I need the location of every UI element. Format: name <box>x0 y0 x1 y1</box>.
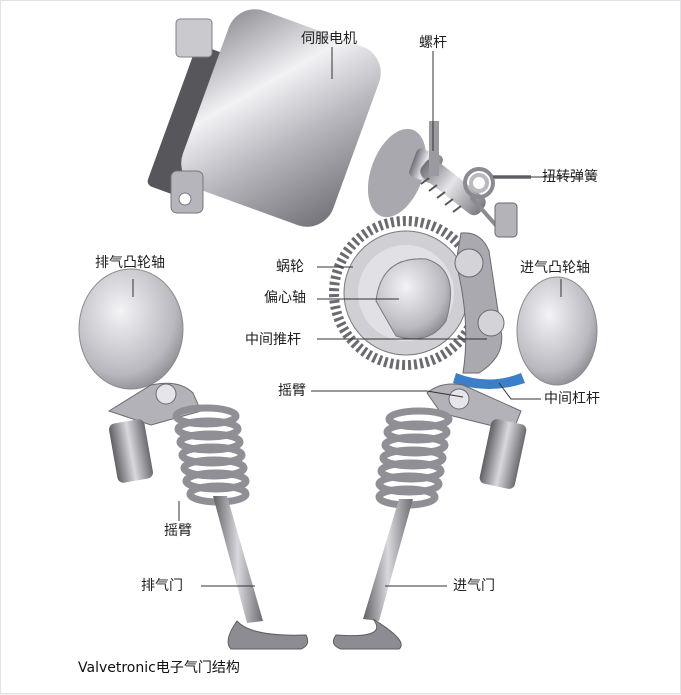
label-torsion-spring: 扭转弹簧 <box>542 169 598 185</box>
label-rocker-arm-right: 摇臂 <box>278 383 306 399</box>
label-screw-rod: 螺杆 <box>419 35 447 51</box>
label-intermediate-lever: 中间杠杆 <box>544 391 600 407</box>
label-intake-camshaft: 进气凸轮轴 <box>520 260 590 276</box>
leader-lines <box>132 47 583 587</box>
intermediate-lever <box>453 202 525 389</box>
intake-camshaft <box>516 276 598 386</box>
label-rocker-arm-left: 摇臂 <box>164 523 192 539</box>
label-exhaust-valve: 排气门 <box>141 578 183 594</box>
label-exhaust-camshaft: 排气凸轮轴 <box>95 255 165 271</box>
label-worm-gear: 蜗轮 <box>276 259 304 275</box>
exhaust-valve-spring <box>172 404 250 506</box>
exhaust-valve <box>213 496 309 650</box>
label-intermediate-push-rod: 中间推杆 <box>245 332 301 348</box>
label-servo-motor: 伺服电机 <box>301 31 357 47</box>
label-eccentric-shaft: 偏心轴 <box>264 290 306 306</box>
screw-rod <box>420 121 486 216</box>
eccentric-shaft <box>375 258 451 340</box>
rocker-arm-right <box>426 383 527 489</box>
intake-valve <box>332 499 413 650</box>
servo-motor <box>147 9 443 227</box>
figure-caption: Valvetronic电子气门结构 <box>78 660 240 676</box>
label-intake-valve: 进气门 <box>453 578 495 594</box>
exhaust-camshaft <box>78 268 184 390</box>
intake-valve-spring <box>375 407 453 509</box>
